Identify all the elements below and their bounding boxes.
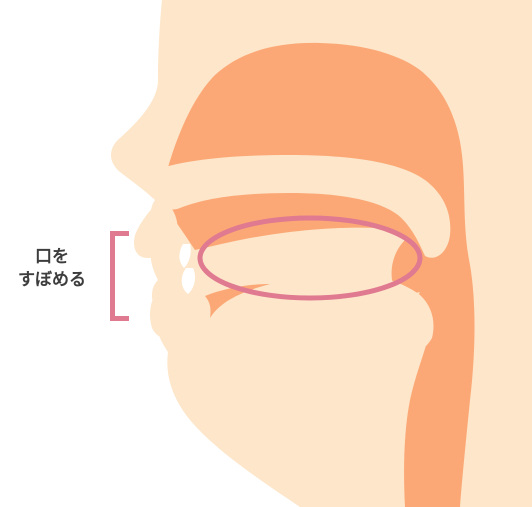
annotation-label: 口を すぼめる [0, 246, 104, 292]
bracket-marker [110, 231, 129, 321]
annotation-line-2: すぼめる [0, 269, 104, 292]
annotation-line-1: 口を [0, 246, 104, 269]
